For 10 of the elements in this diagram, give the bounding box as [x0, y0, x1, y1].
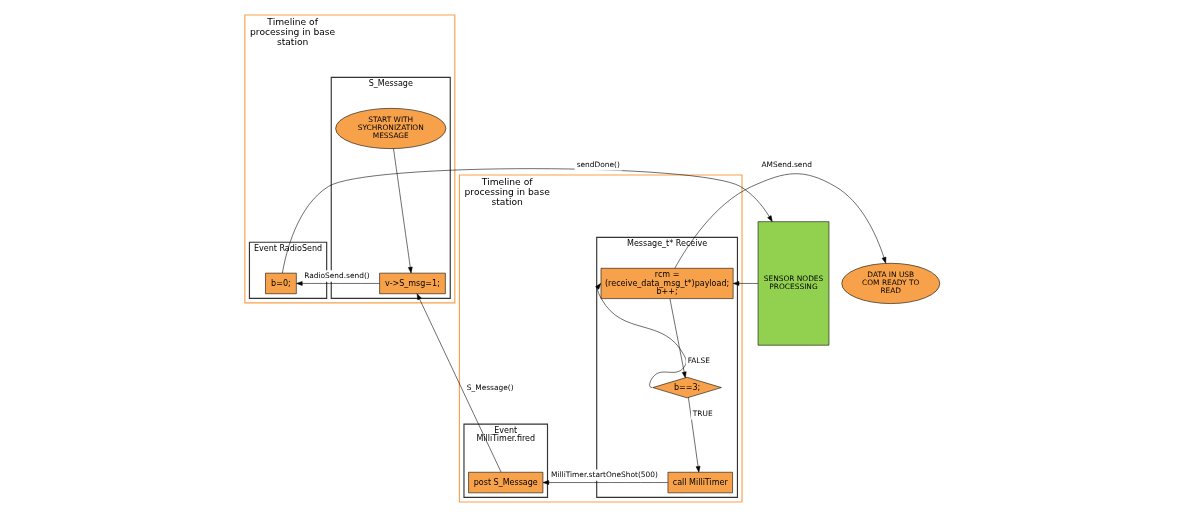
arrow [295, 281, 380, 286]
arrow [687, 397, 700, 473]
arrow [542, 480, 668, 485]
arrow [674, 173, 886, 269]
arrow [416, 293, 501, 473]
arrow [669, 298, 686, 379]
arrow [281, 168, 773, 274]
arrow [392, 148, 413, 274]
arrow [732, 281, 758, 286]
arrow [594, 283, 687, 388]
